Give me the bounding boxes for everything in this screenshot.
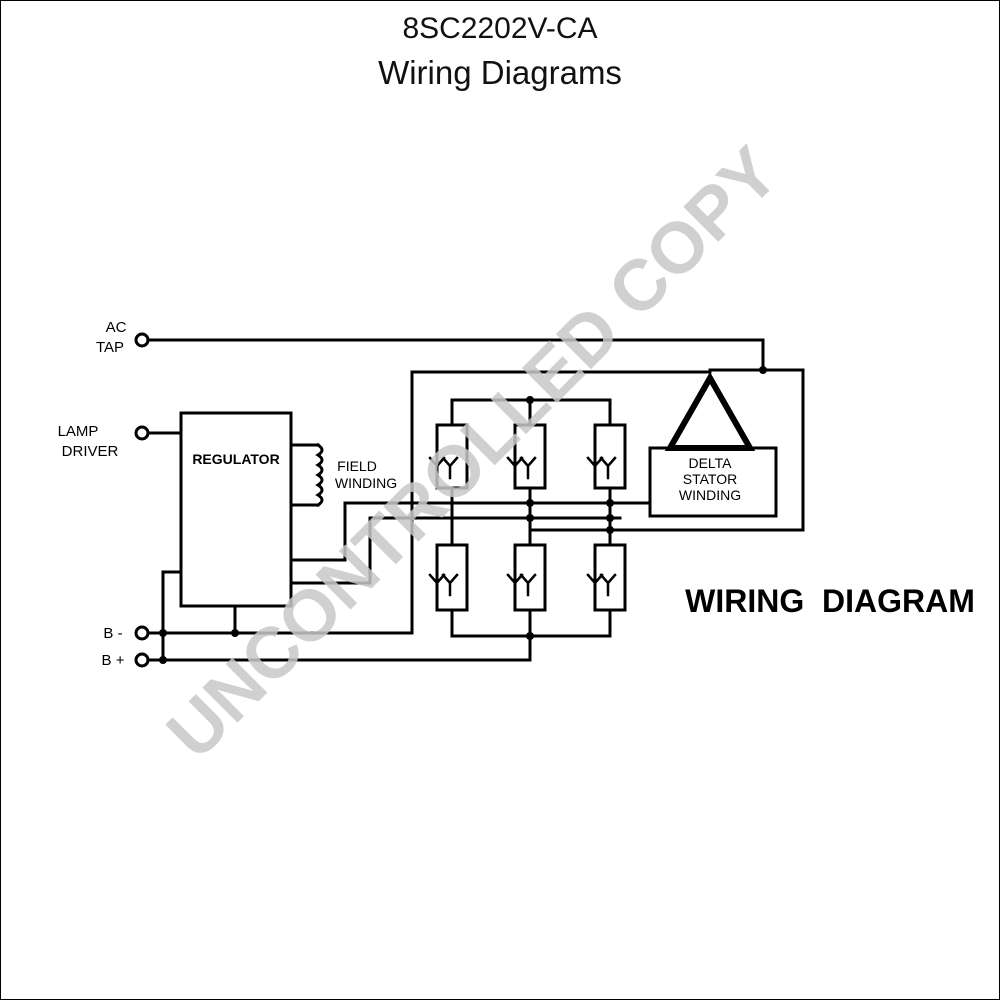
b-plus-label: B +: [102, 652, 125, 669]
stator-label-line1: DELTA: [688, 455, 732, 471]
ac-tap-terminal: [134, 332, 150, 348]
b-minus-label: B -: [103, 625, 122, 642]
ac-tap-label-line1: AC: [106, 319, 127, 336]
stator-label-line3: WINDING: [679, 487, 741, 503]
part-number-title: 8SC2202V-CA: [402, 12, 598, 45]
regulator-box: [179, 411, 293, 608]
stator-label-line2: STATOR: [683, 471, 737, 487]
b-plus-terminal: [134, 652, 150, 668]
lamp-driver-terminal: [134, 425, 150, 441]
reg-output-wire-2: [289, 516, 414, 585]
field-winding-coil-icon: [289, 442, 324, 508]
lamp-driver-label-line1: LAMP: [58, 423, 99, 440]
diagram-caption: WIRING DIAGRAM: [685, 583, 975, 619]
reg-output-wire-1: [289, 501, 414, 562]
field-winding-label-line1: FIELD: [337, 458, 377, 474]
rectifier-left-rail: [410, 370, 712, 635]
b-minus-terminal: [134, 625, 150, 641]
stator-loop-wire: [618, 368, 805, 532]
regulator-label: REGULATOR: [192, 451, 279, 467]
delta-triangle-icon: [664, 371, 756, 451]
ac-tap-label-line2: TAP: [96, 339, 124, 356]
diode-symbols-upper: [428, 456, 617, 480]
junction-dots: [159, 366, 767, 664]
field-winding-label-line2: WINDING: [335, 475, 397, 491]
lamp-driver-label-line2: DRIVER: [62, 443, 119, 460]
diode-cell-upper-3: [593, 423, 627, 490]
page-subtitle: Wiring Diagrams: [378, 54, 622, 91]
diode-symbols-lower: [428, 573, 617, 597]
